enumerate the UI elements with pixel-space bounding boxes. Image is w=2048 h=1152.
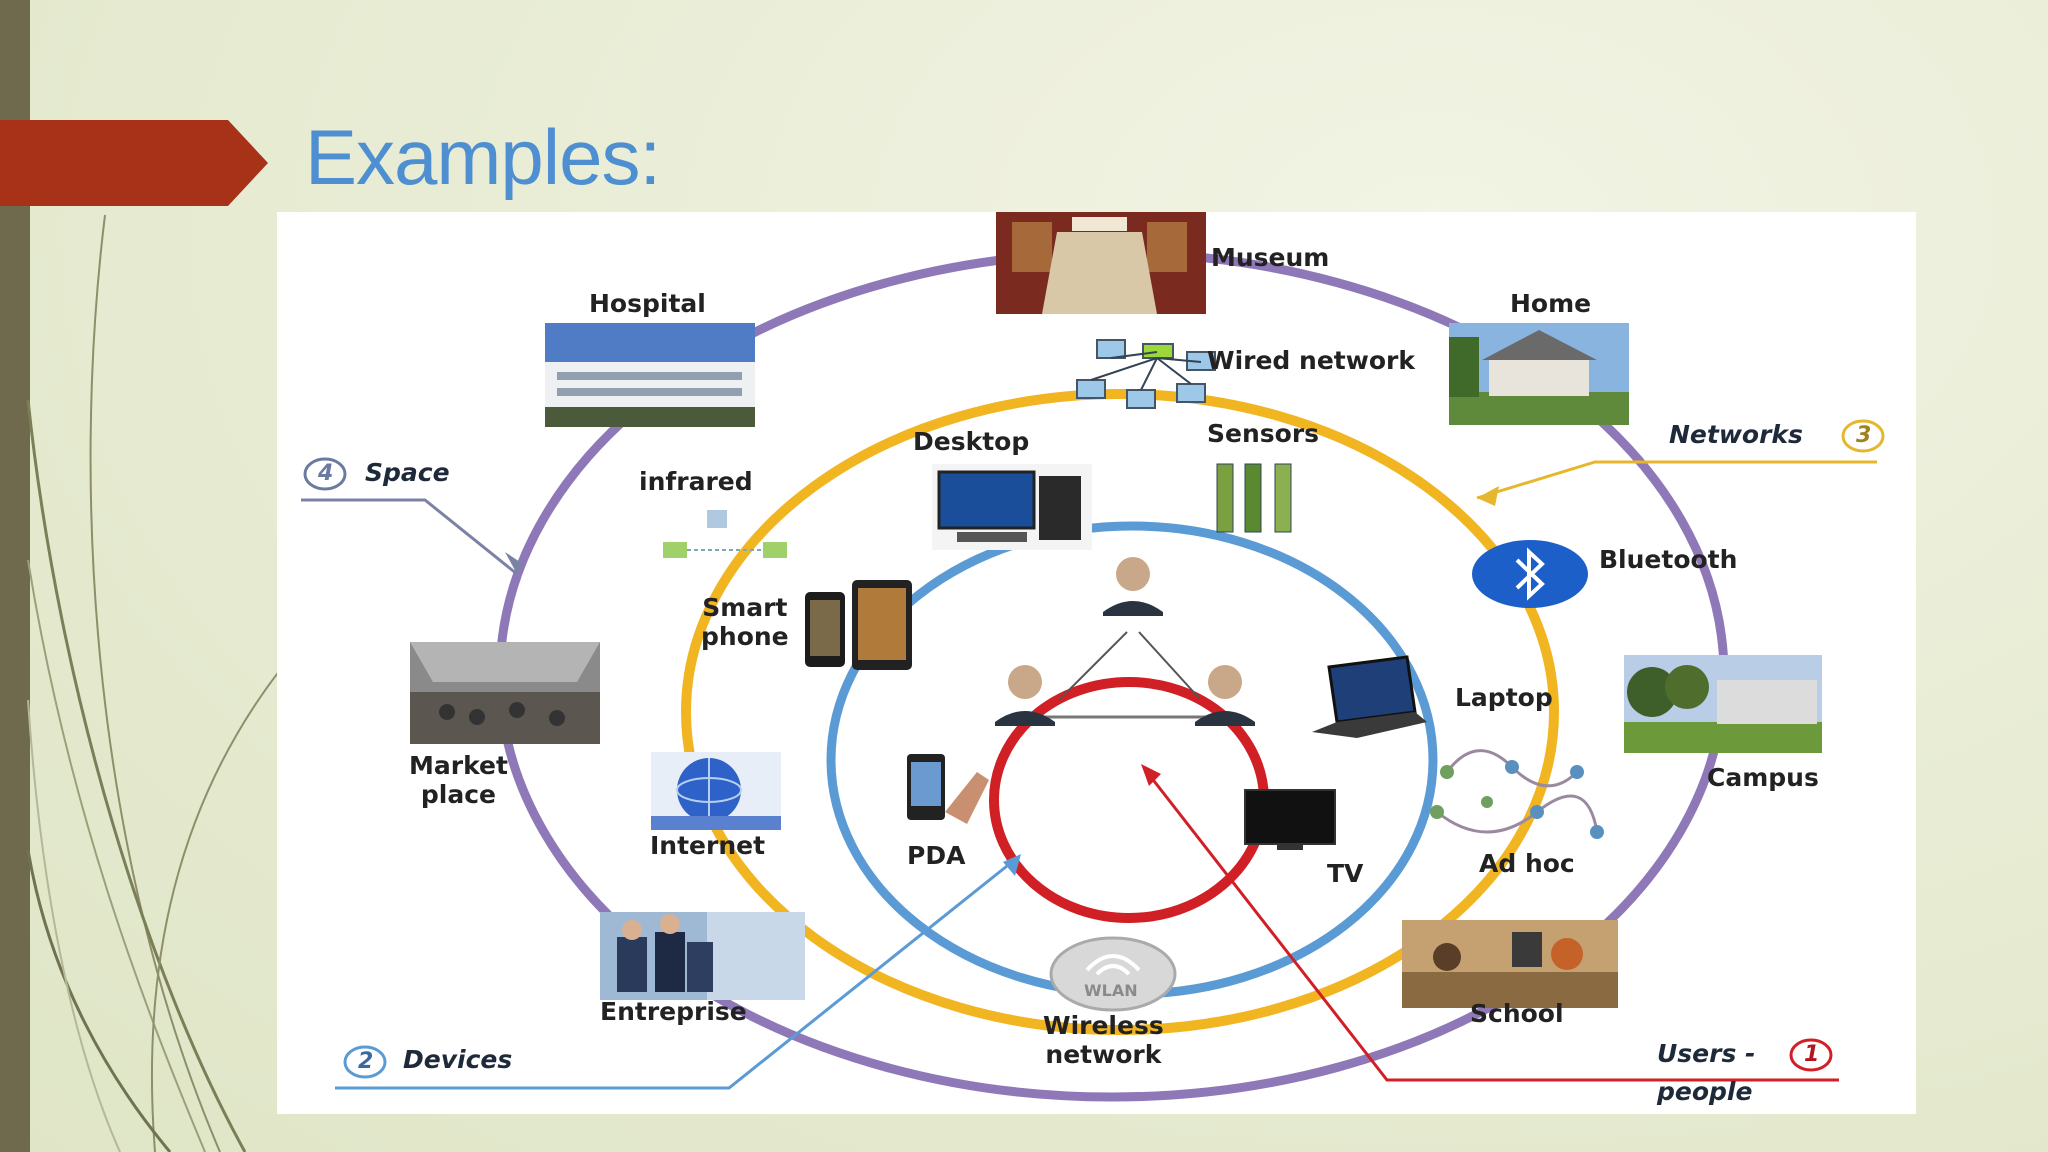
bluetooth-icon [1472,540,1588,608]
laptop-image [1312,655,1427,738]
ubiquitous-computing-diagram: 4 Space 3 Networks 2 Devices 1 Users - p… [277,212,1916,1114]
tv-label: TV [1327,859,1364,888]
entreprise-label: Entreprise [600,997,747,1026]
title-arrow-banner [0,120,268,206]
sensors-image [1216,463,1292,533]
diagram-rings [301,212,1885,1102]
networks-number-circle [1841,419,1885,453]
smartphone-label-line2: phone [701,621,789,651]
smartphone-label: Smart phone [701,593,789,652]
wlan-badge-text: WLAN [1084,981,1138,1000]
wired-network-image [1076,339,1216,409]
devices-number: 2 [358,1049,374,1074]
space-label: Space [365,458,450,487]
infrared-image [663,510,787,558]
entreprise-image [600,912,805,1000]
home-image [1449,323,1629,425]
wireless-network-label-line1: Wireless [1043,1011,1164,1040]
users-label-line2: people [1657,1077,1753,1106]
infrared-label: infrared [639,467,753,496]
adhoc-label: Ad hoc [1479,849,1575,878]
devices-number-circle [343,1045,387,1079]
pda-label: PDA [907,841,966,870]
networks-label: Networks [1669,420,1803,449]
pda-image [907,754,989,824]
home-label: Home [1510,289,1592,318]
desktop-label: Desktop [913,427,1030,456]
market-place-image [410,642,600,744]
user-person-left-icon [995,665,1055,726]
sensors-label: Sensors [1207,419,1320,448]
desktop-image [932,464,1092,550]
school-label: School [1470,999,1564,1028]
market-place-label: Market place [409,751,508,810]
user-person-right-icon [1195,665,1255,726]
museum-label: Museum [1211,243,1330,272]
bluetooth-label: Bluetooth [1599,545,1738,574]
users-number-circle [1789,1038,1833,1072]
tv-image [1244,789,1336,850]
wlan-icon [1049,936,1177,1012]
space-number: 4 [318,461,334,486]
smartphone-label-line1: Smart [702,593,788,622]
internet-label: Internet [650,831,766,860]
campus-label: Campus [1707,763,1819,792]
school-image [1402,920,1618,1008]
slide-title: Examples: [305,113,661,201]
users-label: Users - [1657,1039,1756,1068]
user-person-top-icon [1103,557,1163,616]
space-number-circle [303,457,347,491]
network-ring [681,389,1559,1035]
decorative-grass-lines [26,214,281,1152]
hospital-label: Hospital [589,289,706,318]
adhoc-image [1430,749,1604,839]
internet-image [651,752,781,830]
devices-label: Devices [403,1045,513,1074]
smartphone-image [805,580,912,670]
wireless-network-label: Wireless network [1043,1011,1164,1070]
museum-image [996,212,1206,314]
users-number: 1 [1804,1042,1820,1067]
wireless-network-label-line2: network [1045,1039,1162,1069]
hospital-image [545,323,755,427]
market-place-label-line2: place [420,779,497,809]
market-place-label-line1: Market [409,751,508,780]
networks-number: 3 [1856,423,1872,448]
campus-image [1624,655,1822,753]
laptop-label: Laptop [1455,683,1553,712]
wired-network-label: Wired network [1207,346,1415,375]
